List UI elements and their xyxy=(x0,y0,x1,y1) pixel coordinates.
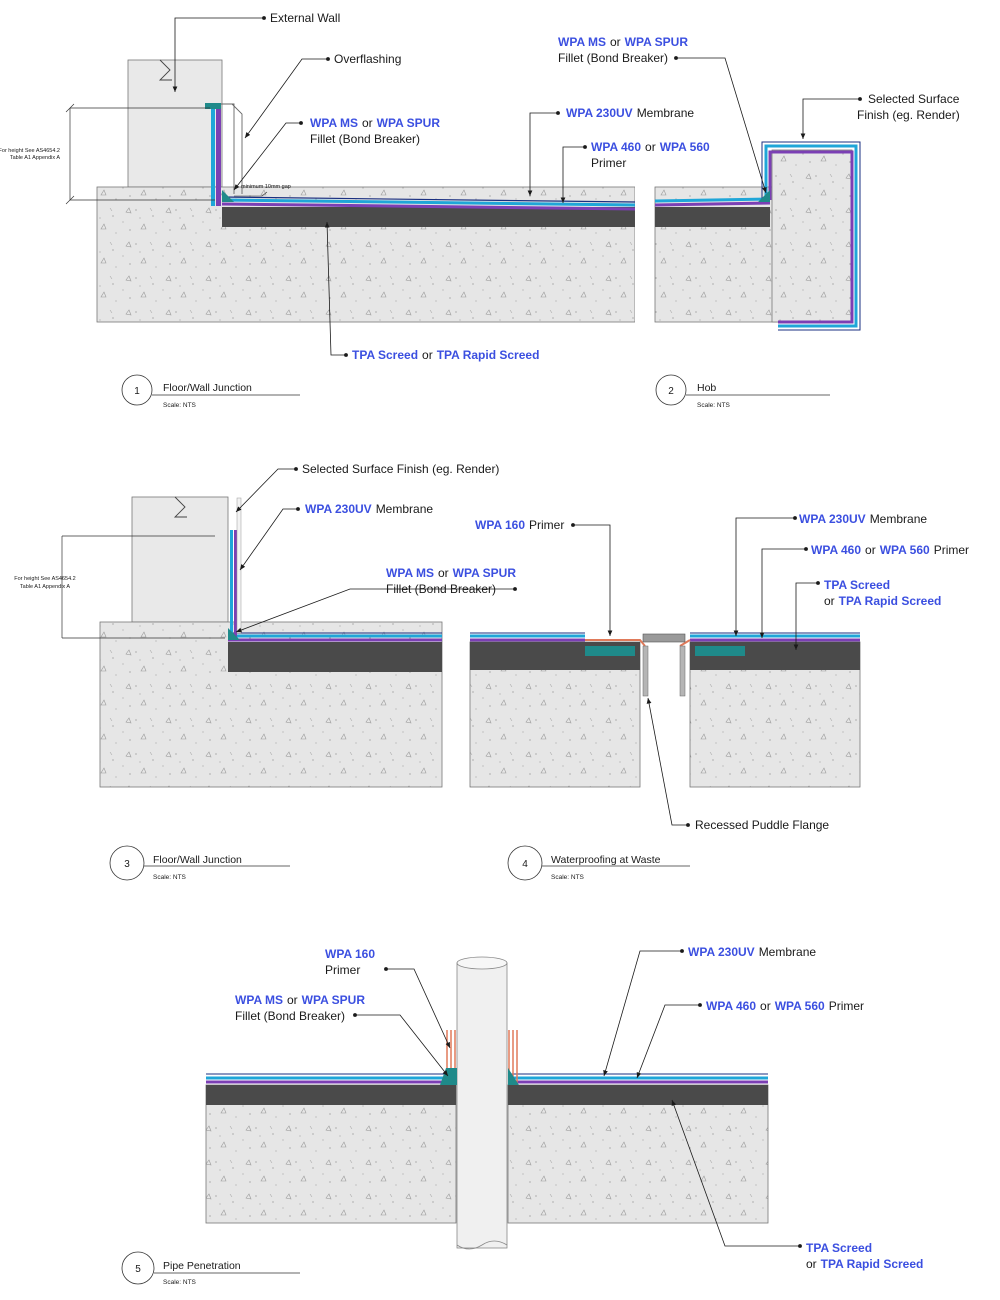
d4-screed-product-1: TPA Screed xyxy=(824,578,890,592)
detail-1-title: Floor/Wall Junction xyxy=(163,382,252,394)
leaders-row-1 xyxy=(172,16,862,357)
overflashing-label: Overflashing xyxy=(334,52,401,66)
detail-2-title: Hob xyxy=(697,382,716,394)
d5-fillet-desc: Fillet (Bond Breaker) xyxy=(235,1009,345,1023)
floor-waste-grate xyxy=(642,633,686,643)
title-block-2: 2 Hob Scale: NTS xyxy=(655,374,830,409)
d1-fillet-desc: Fillet (Bond Breaker) xyxy=(310,132,420,146)
detail-5-title: Pipe Penetration xyxy=(163,1260,241,1272)
external-wall-label: External Wall xyxy=(270,11,340,25)
detail-3-floor-wall-junction: For height See AS4654.2 Table A1 Appendi… xyxy=(14,496,443,788)
height-note-line-2: Table A1 Appendix A xyxy=(10,155,60,161)
detail-4-scale: Scale: NTS xyxy=(551,874,585,881)
d5-primer160-desc: Primer xyxy=(325,963,360,977)
d5-primer160-product: WPA 160 xyxy=(325,947,375,961)
leaders-row-2 xyxy=(235,467,820,827)
d4-flange-label: Recessed Puddle Flange xyxy=(695,818,829,832)
detail-5-scale: Scale: NTS xyxy=(163,1279,197,1286)
title-block-4: 4 Waterproofing at Waste Scale: NTS xyxy=(507,845,690,881)
d5-screed-product-1: TPA Screed xyxy=(806,1241,872,1255)
svg-text:For height See AS4654.2: For height See AS4654.2 xyxy=(14,576,75,582)
detail-1-floor-wall-junction: For height See AS4654.2 Table A1 Appendi… xyxy=(0,59,861,331)
fillet xyxy=(222,190,234,202)
title-block-5: 5 Pipe Penetration Scale: NTS xyxy=(121,1251,300,1286)
d2-fillet-desc: Fillet (Bond Breaker) xyxy=(558,51,668,65)
d3-finish-label: Selected Surface Finish (eg. Render) xyxy=(302,462,499,476)
svg-text:5: 5 xyxy=(135,1264,141,1275)
detail-2-scale: Scale: NTS xyxy=(697,402,731,409)
svg-text:3: 3 xyxy=(124,859,130,870)
pipe xyxy=(456,962,508,1249)
d2-finish-line-2: Finish (eg. Render) xyxy=(857,108,960,122)
title-block-1: 1 Floor/Wall Junction Scale: NTS xyxy=(121,374,300,409)
min-gap-label: minimum 10mm gap xyxy=(241,184,291,190)
detail-1-scale: Scale: NTS xyxy=(163,402,197,409)
detail-3-scale: Scale: NTS xyxy=(153,874,187,881)
d3-fillet-desc: Fillet (Bond Breaker) xyxy=(386,582,496,596)
screed-layer xyxy=(222,207,635,227)
detail-4-title: Waterproofing at Waste xyxy=(551,854,661,866)
d1-primer-desc: Primer xyxy=(591,156,626,170)
svg-text:1: 1 xyxy=(134,386,140,397)
title-block-3: 3 Floor/Wall Junction Scale: NTS xyxy=(109,845,290,881)
detail-4-waterproofing-at-waste xyxy=(469,632,861,788)
puddle-flange xyxy=(642,645,649,697)
leaders-row-3 xyxy=(353,949,802,1248)
svg-text:4: 4 xyxy=(522,859,528,870)
d2-finish-line-1: Selected Surface xyxy=(868,92,960,106)
detail-3-title: Floor/Wall Junction xyxy=(153,854,242,866)
height-note-line-1: For height See AS4654.2 xyxy=(0,148,60,154)
svg-text:Table A1 Appendix A: Table A1 Appendix A xyxy=(20,584,70,590)
hob xyxy=(771,149,853,323)
svg-text:2: 2 xyxy=(668,386,674,397)
